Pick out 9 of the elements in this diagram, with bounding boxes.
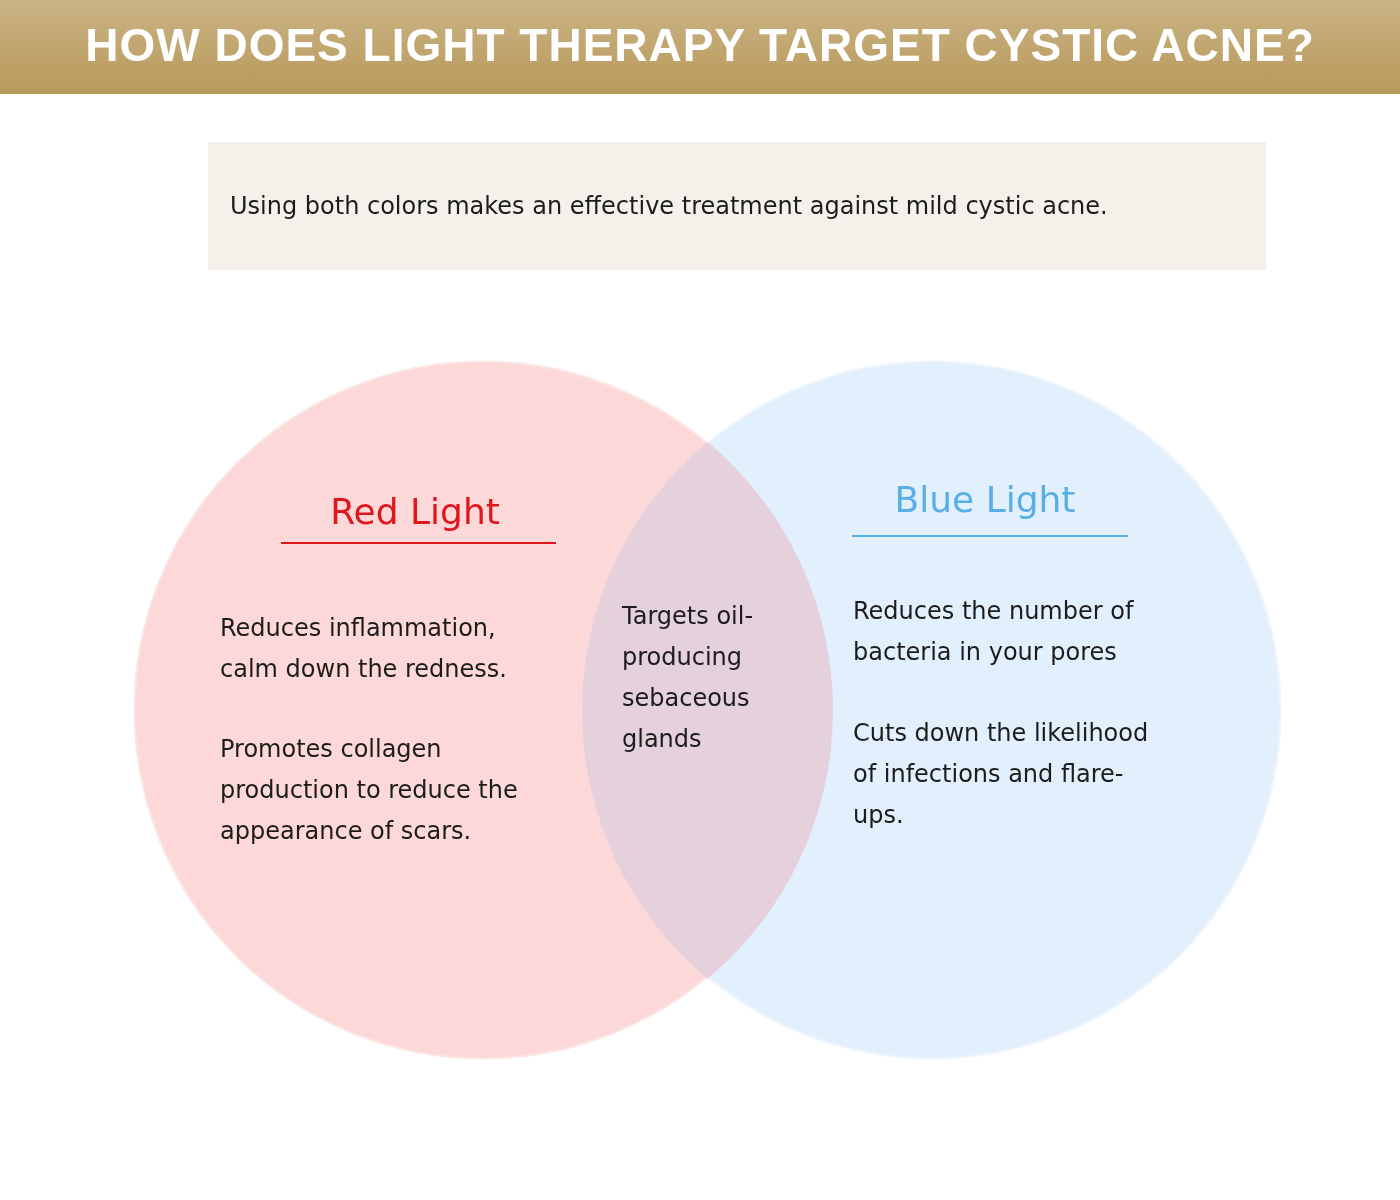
circle-heading: Red Light bbox=[330, 490, 500, 534]
title: HOW DOES LIGHT THERAPY TARGET CYSTIC ACNE? bbox=[85, 18, 1315, 72]
circle-heading: Blue Light bbox=[894, 478, 1076, 522]
description-text: Cuts down the likelihood of infections and flare-ups. bbox=[853, 718, 1150, 831]
description-text: Promotes collagen production to reduce the appearance of scars. bbox=[220, 734, 519, 847]
description-text: Reduces the number of bacteria in your pores bbox=[853, 596, 1135, 668]
overlap-text: Targets oil-producing sebaceous glands bbox=[622, 601, 755, 755]
note-text: Using both colors makes an effective treatment against mild cystic acne. bbox=[230, 191, 1108, 222]
description-text: Reduces inflammation, calm down the redness. bbox=[220, 613, 508, 685]
